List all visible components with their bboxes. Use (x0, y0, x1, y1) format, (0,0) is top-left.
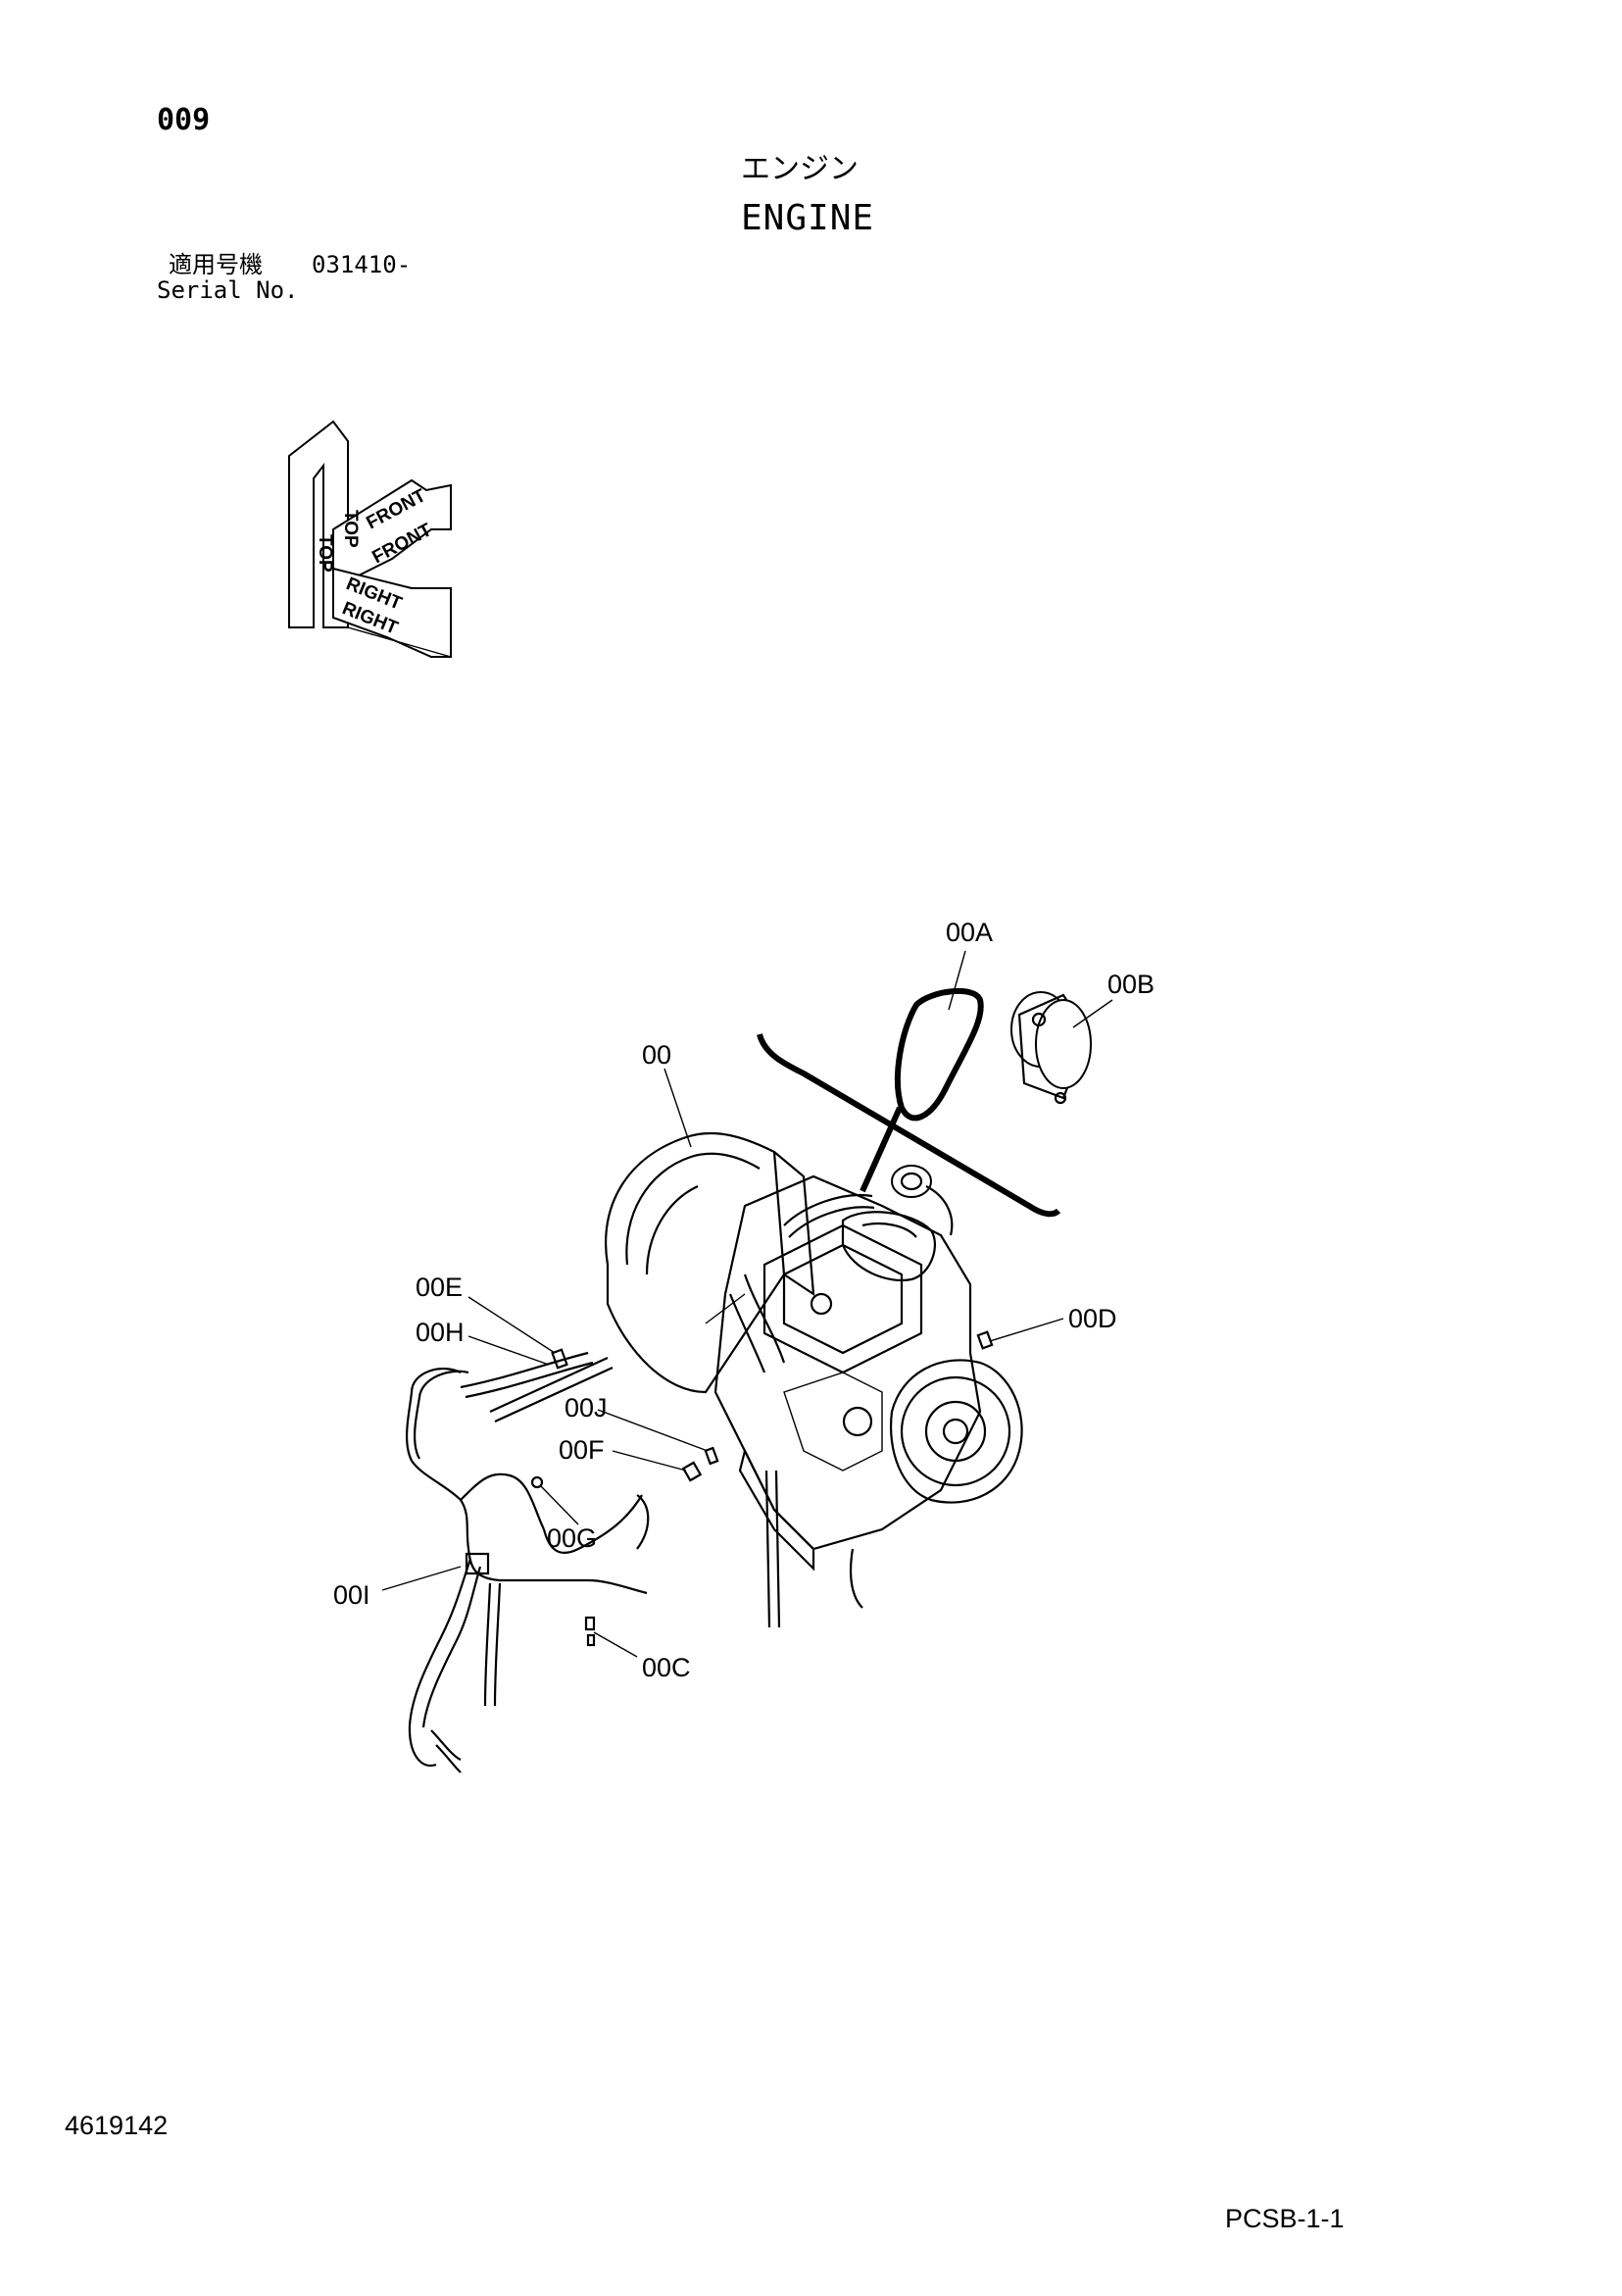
callout-00F: 00F (559, 1435, 605, 1465)
serial-label-english: Serial No. (157, 276, 299, 304)
page-number: 009 (157, 103, 211, 137)
belt-group-leader (860, 1106, 903, 1193)
right-arrow-shape (332, 567, 452, 658)
callout-00: 00 (642, 1040, 671, 1070)
callout-00I: 00I (333, 1580, 370, 1610)
title-english: ENGINE (741, 198, 875, 238)
wiring-harness-part (406, 1351, 650, 1773)
page-code: PCSB-1-1 (1225, 2204, 1345, 2233)
top-label: TOP (315, 534, 335, 573)
small-fittings (551, 1330, 994, 1647)
serial-range: 031410- (312, 251, 412, 278)
callout-00A: 00A (946, 918, 993, 947)
leader-lines (381, 950, 1113, 1658)
orientation-indicator: TOP TOP FRONT FRONT RIGHT RIGHT (288, 420, 452, 658)
engine-assembly (605, 1131, 1023, 1628)
callout-00J: 00J (565, 1393, 608, 1423)
fan-belt-part (894, 987, 984, 1122)
serial-label-japanese: 適用号機 (169, 251, 263, 278)
callout-00C: 00C (642, 1653, 691, 1682)
callout-00E: 00E (416, 1273, 463, 1302)
callout-00H: 00H (416, 1318, 465, 1347)
alternator-part (1010, 991, 1092, 1105)
belt-group-bracket (757, 1033, 1061, 1218)
title-japanese: エンジン (741, 152, 859, 186)
callout-00G: 00G (547, 1523, 597, 1553)
callout-00B: 00B (1107, 970, 1155, 999)
callout-00D: 00D (1068, 1304, 1117, 1333)
top-label-2: TOP (340, 510, 361, 548)
document-number: 4619142 (65, 2111, 169, 2140)
